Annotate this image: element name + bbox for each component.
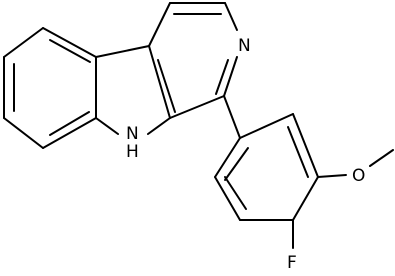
- methoxy-bonds: [317, 149, 394, 178]
- bond: [42, 117, 97, 149]
- atom-label-n-pyridine: N: [238, 36, 251, 56]
- bond: [292, 176, 319, 221]
- bond-inner: [224, 176, 247, 210]
- atom-label-f: F: [287, 253, 297, 273]
- bond: [3, 117, 44, 149]
- bond-inner: [49, 111, 90, 136]
- bond: [214, 176, 241, 221]
- bond: [148, 45, 171, 119]
- bond: [223, 56, 238, 97]
- bond-inner: [287, 126, 309, 178]
- benzene-ring-bonds: [3, 27, 97, 149]
- bond: [95, 117, 119, 135]
- bond: [42, 27, 97, 58]
- bond: [147, 117, 171, 135]
- bond: [292, 113, 319, 178]
- bond-inner: [224, 147, 249, 181]
- atom-label-o-methoxy: O: [352, 166, 365, 186]
- bond: [317, 174, 347, 178]
- bond: [95, 45, 150, 58]
- bond-inner: [215, 59, 229, 95]
- phenyl-ring-bonds: [214, 113, 319, 221]
- bond: [3, 27, 44, 58]
- bond: [169, 95, 225, 119]
- bond: [369, 149, 394, 167]
- pyridine-ring-bonds: [148, 2, 238, 119]
- aryl-link-bond: [223, 95, 241, 139]
- pyrrole-ring-bonds: [95, 45, 176, 135]
- atom-label-h-indole: H: [126, 142, 139, 162]
- atom-label-n-indole: N: [126, 124, 139, 144]
- bond: [214, 137, 241, 178]
- bond-inner: [157, 59, 176, 113]
- bond-inner: [49, 39, 91, 63]
- bond: [148, 2, 171, 47]
- bond: [224, 2, 238, 31]
- bond: [239, 113, 294, 139]
